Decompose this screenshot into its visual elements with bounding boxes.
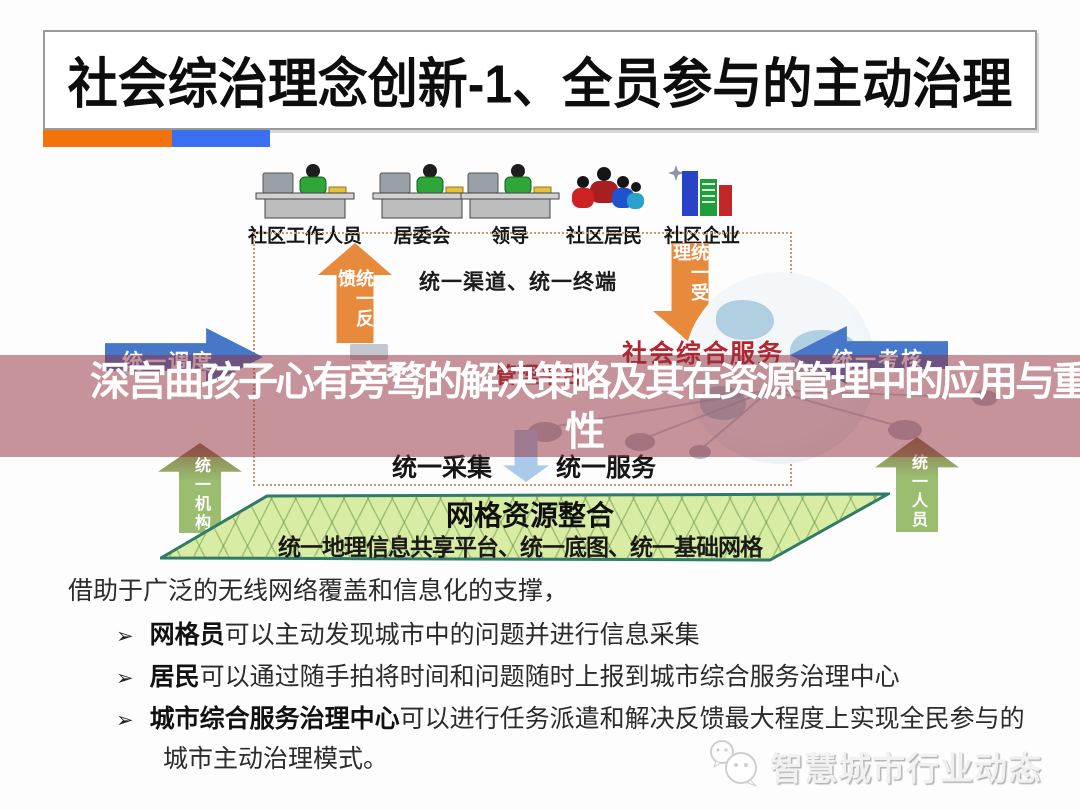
service-label: 统一服务 [556,454,657,482]
accent-bar-blue [172,130,270,147]
bullet-arrow-icon: ➢ [116,667,134,690]
wechat-bubbles-icon [706,736,764,795]
bullet-arrow-icon: ➢ [116,709,134,732]
bullet-item-1: ➢ 网格员可以主动发现城市中的问题并进行信息采集 [116,615,700,651]
watermark: 智慧城市行业动态 [706,736,1042,795]
grid-title: 网格资源整合 [445,500,614,531]
watermark-text: 智慧城市行业动态 [770,749,1042,787]
channel-terminal-text: 统一渠道、统一终端 [419,271,617,294]
bullet-item-2: ➢ 居民可以通过随手拍将时间和问题随时上报到城市综合服务治理中心 [116,657,900,693]
actor-label: 居委会 [393,226,451,247]
overlay-title-line2: 性 [565,410,605,454]
accent-bar-orange [43,130,172,147]
personnel-up-arrow-label: 统一人员 [909,453,926,530]
bullet-arrow-icon: ➢ [116,625,134,648]
actor-label: 社区企业 [663,226,740,247]
feedback-up-arrow-label: 统一反馈 [336,269,374,329]
desk-worker-icon [370,163,474,219]
slide-title: 社会综治理念创新-1、全员参与的主动治理 [67,54,1013,115]
globe-continent [716,300,774,340]
actor-label: 领导 [490,226,529,247]
actor-label: 社区居民 [565,226,642,247]
actor-label: 社区工作人员 [247,226,362,247]
bullet-text: 可以进行任务派遣和解决反馈最大程度上实现全民参与的 [399,705,1025,733]
slide-title-box: 社会综治理念创新-1、全员参与的主动治理 [43,30,1037,130]
actor-enterprises: 社区企业 [642,163,762,248]
notes-intro: 借助于广泛的无线网络覆盖和信息化的支撑， [68,577,569,605]
actor-leader: 领导 [450,163,570,248]
people-group-icon [563,163,645,219]
grid-subtitle: 统一地理信息共享平台、统一底图、统一基础网格 [278,534,763,560]
org-up-arrow-label: 统一机构 [192,457,209,533]
bullet-item-3: ➢ 城市综合服务治理中心可以进行任务派遣和解决反馈最大程度上实现全民参与的 [116,699,1025,735]
accept-down-arrow-label: 统一受理 [671,243,709,303]
bullet-text: 可以通过随手拍将时间和问题随时上报到城市综合服务治理中心 [199,663,900,691]
actor-community-staff: 社区工作人员 [245,163,365,248]
bullet-item-3-line2: 城市主动治理模式。 [163,745,389,773]
grid-pattern [161,494,889,560]
actor-residents: 社区居民 [544,163,664,248]
overlay-title-line1: 深宫曲孩子心有旁骛的解决策略及其在资源管理中的应用与重要 [90,360,1080,404]
bullet-lead: 城市综合服务治理中心 [149,705,400,733]
desk-worker-icon [458,163,562,219]
actor-committee: 居委会 [362,163,482,248]
buildings-icon [666,163,738,219]
collect-label: 统一采集 [392,454,493,482]
grid-resource-parallelogram: 网格资源整合 统一地理信息共享平台、统一底图、统一基础网格 [160,492,890,562]
desk-worker-icon [253,163,357,219]
bullet-lead: 居民 [149,663,200,691]
bullet-lead: 网格员 [149,621,225,649]
bullet-text: 可以主动发现城市中的问题并进行信息采集 [224,621,700,649]
overlay-band [0,355,1080,457]
